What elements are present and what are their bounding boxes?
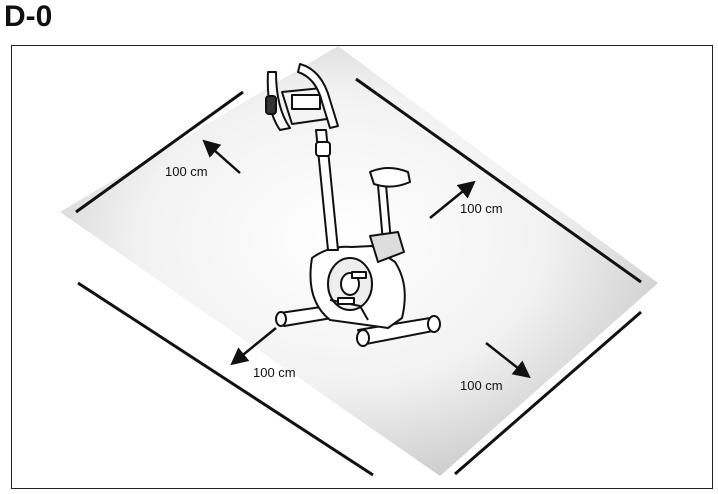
figure-id-label: D-0 <box>4 0 53 33</box>
clearance-label-front-right: 100 cm <box>460 378 503 393</box>
clearance-arrows <box>202 139 531 379</box>
clearance-label-back-right: 100 cm <box>460 201 503 216</box>
arrow-front-right <box>485 342 531 379</box>
exercise-bike-illustration <box>265 63 441 347</box>
clearance-label-back-left: 100 cm <box>165 164 208 179</box>
arrow-front-left <box>230 327 277 366</box>
arrow-back-right <box>429 180 476 219</box>
arrow-back-left <box>202 139 241 174</box>
clearance-label-front-left: 100 cm <box>253 365 296 380</box>
floor-boundary <box>75 77 642 477</box>
